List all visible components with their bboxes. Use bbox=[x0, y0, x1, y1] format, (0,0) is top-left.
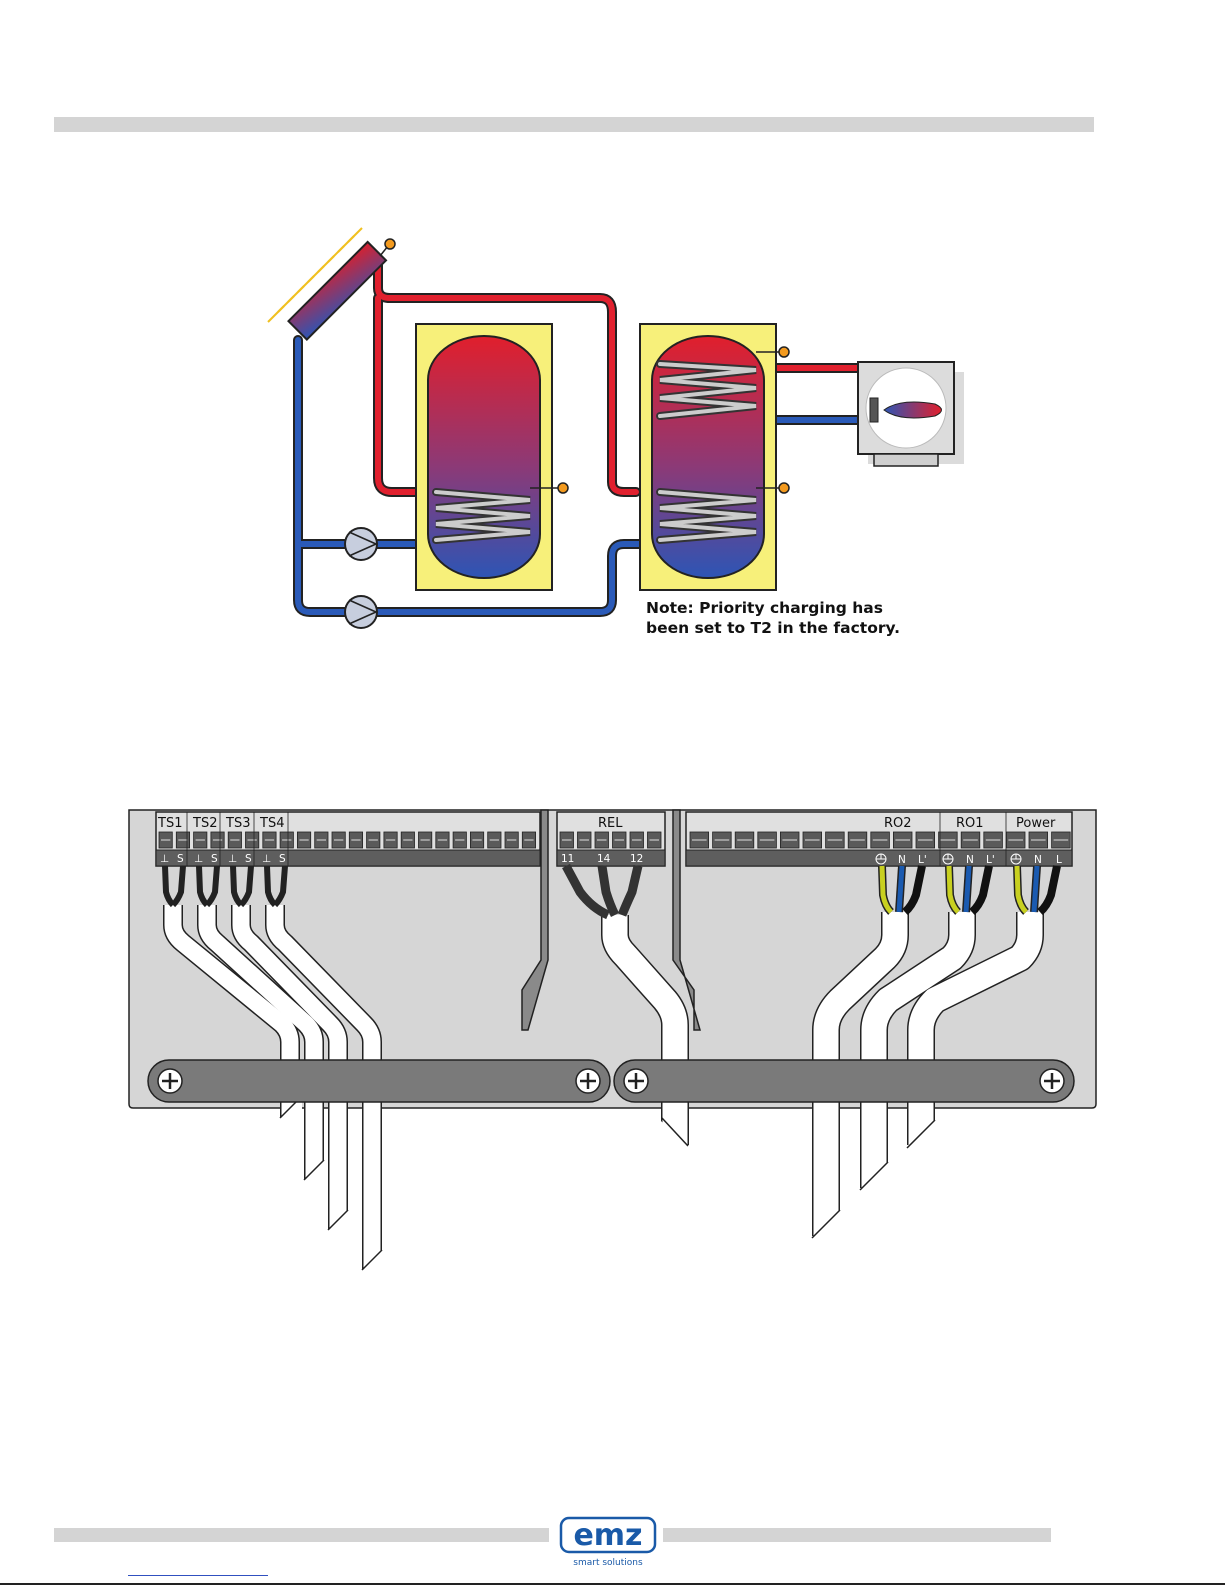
footer-link-underline bbox=[128, 1575, 268, 1576]
pin-ro1-l: L' bbox=[986, 854, 995, 866]
pin-rel-11: 11 bbox=[561, 853, 574, 865]
label-ts3: TS3 bbox=[225, 816, 250, 831]
storage-tank-1 bbox=[416, 324, 568, 590]
pin-ro2-n: N bbox=[898, 854, 906, 866]
terminal-block-sensors: TS1 TS2 TS3 TS4 ⊥ S ⊥ S ⊥ S ⊥ S bbox=[156, 812, 540, 866]
pin-ts4-s: S bbox=[279, 853, 286, 865]
tank-1-sensor bbox=[558, 483, 568, 493]
solar-circuit bbox=[268, 228, 964, 628]
tank-2-top-sensor bbox=[779, 347, 789, 357]
tank-2-bottom-sensor bbox=[779, 483, 789, 493]
logo-tagline: smart solutions bbox=[573, 1558, 643, 1568]
priority-charging-note: Note: Priority charging has been set to … bbox=[646, 598, 900, 638]
pin-power-l: L bbox=[1056, 854, 1062, 866]
label-ts2: TS2 bbox=[192, 816, 217, 831]
label-ts1: TS1 bbox=[157, 816, 182, 831]
screw-icon bbox=[576, 1069, 600, 1093]
pin-ts1-gnd: ⊥ bbox=[160, 853, 169, 865]
emz-logo: emz smart solutions bbox=[561, 1518, 655, 1568]
screw-icon bbox=[1040, 1069, 1064, 1093]
collector-sensor bbox=[380, 239, 395, 256]
solar-collector bbox=[288, 242, 386, 340]
label-ts4: TS4 bbox=[259, 816, 284, 831]
pin-ro1-n: N bbox=[966, 854, 974, 866]
pin-ro2-l: L' bbox=[918, 854, 927, 866]
label-rel: REL bbox=[598, 816, 623, 831]
pump-2 bbox=[345, 596, 377, 628]
pin-ts1-s: S bbox=[177, 853, 184, 865]
cable-clamp-right bbox=[614, 1060, 1074, 1102]
screw-icon bbox=[158, 1069, 182, 1093]
pin-ts2-s: S bbox=[211, 853, 218, 865]
screw-icon bbox=[624, 1069, 648, 1093]
logo-wordmark: emz bbox=[573, 1518, 642, 1553]
label-ro2: RO2 bbox=[884, 816, 912, 831]
pin-ts3-s: S bbox=[245, 853, 252, 865]
terminal-block-relay: REL 11 14 12 bbox=[557, 812, 665, 866]
boiler-unit bbox=[858, 362, 964, 466]
pin-ts4-gnd: ⊥ bbox=[262, 853, 271, 865]
footer-rule-right bbox=[663, 1528, 1051, 1542]
cable-clamp-left bbox=[148, 1060, 610, 1102]
pin-ts2-gnd: ⊥ bbox=[194, 853, 203, 865]
footer-rule-left bbox=[54, 1528, 549, 1542]
pin-rel-12: 12 bbox=[630, 853, 643, 865]
storage-tank-2 bbox=[640, 324, 789, 590]
pump-1 bbox=[345, 528, 377, 560]
terminal-block-outputs: RO2 RO1 Power N L' N L' N L bbox=[686, 812, 1072, 866]
pin-rel-14: 14 bbox=[597, 853, 611, 865]
terminal-panel: TS1 TS2 TS3 TS4 ⊥ S ⊥ S ⊥ S ⊥ S REL 11 1… bbox=[129, 810, 1096, 1290]
pin-ts3-gnd: ⊥ bbox=[228, 853, 237, 865]
label-power: Power bbox=[1016, 816, 1056, 831]
pin-power-n: N bbox=[1034, 854, 1042, 866]
label-ro1: RO1 bbox=[956, 816, 984, 831]
